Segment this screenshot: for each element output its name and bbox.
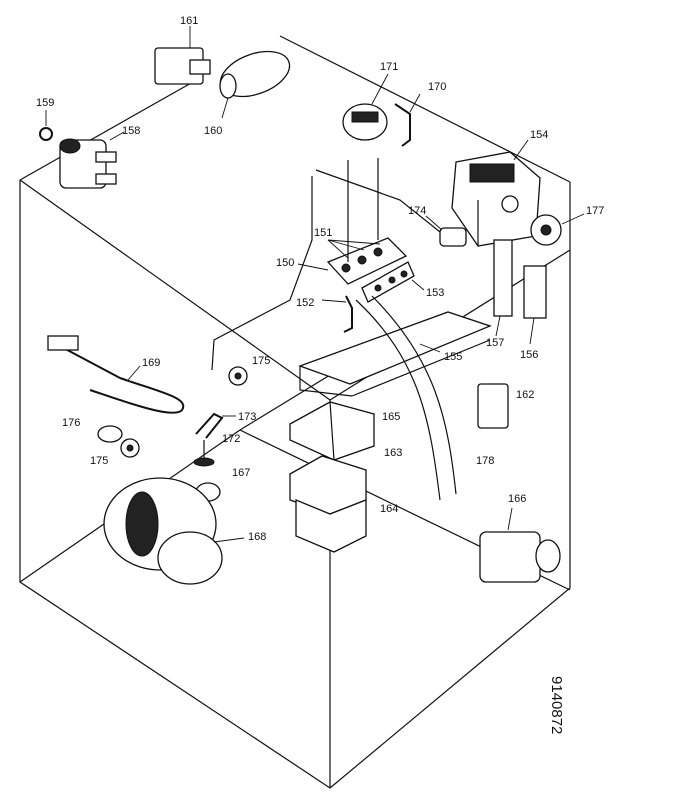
label-154: 154 [530,129,548,141]
part-159-washer [39,110,53,141]
label-153: 153 [426,287,444,299]
part-166-drain-pump [479,507,561,583]
part-155-drawer-housing [298,311,492,397]
part-158-valve [59,131,125,189]
part-150-151-switch-block [297,237,408,285]
label-168: 168 [248,531,266,543]
part-162-latch [477,383,509,429]
label-175-upper: 175 [252,355,270,367]
label-173: 173 [238,411,256,423]
part-174-lamp [425,215,467,247]
part-165-cover [289,401,375,461]
part-171-pressure-switch [342,73,389,141]
label-155: 155 [444,351,462,363]
label-164: 164 [380,503,398,515]
label-167: 167 [232,467,250,479]
label-152: 152 [296,297,314,309]
wiring-harness [211,158,441,371]
label-156: 156 [520,349,538,361]
part-152-bracket [321,295,353,333]
part-178-hoses [355,295,457,501]
part-154-timer [451,139,541,247]
label-176: 176 [62,417,80,429]
label-169: 169 [142,357,160,369]
part-175-grommet-lower [120,438,140,458]
part-169-heating-element [47,335,185,414]
part-175-grommet-upper [228,366,248,386]
drawing-code: 9140872 [548,676,565,734]
label-170: 170 [428,81,446,93]
part-176-sensor [97,425,123,443]
label-160: 160 [204,125,222,137]
part-labels: 161 160 159 158 171 170 154 177 174 151 … [36,15,604,543]
part-160-capacitor [219,50,291,119]
part-156-interlock [523,265,547,345]
part-168-motor [103,477,245,585]
part-153-button-bar [361,261,425,303]
part-161-switch [154,26,211,85]
label-159: 159 [36,97,54,109]
part-172-screw [193,440,215,467]
label-151: 151 [314,227,332,239]
part-157-bracket [493,239,513,337]
label-150: 150 [276,257,294,269]
label-171: 171 [380,61,398,73]
label-157: 157 [486,337,504,349]
label-165: 165 [382,411,400,423]
label-177: 177 [586,205,604,217]
label-178: 178 [476,455,494,467]
part-170-bracket [394,93,421,147]
label-161: 161 [180,15,198,27]
label-174: 174 [408,205,426,217]
part-177-knob [530,213,585,246]
label-158: 158 [122,125,140,137]
label-163: 163 [384,447,402,459]
label-162: 162 [516,389,534,401]
part-173-clip [195,412,236,439]
label-172: 172 [222,433,240,445]
label-166: 166 [508,493,526,505]
label-175-lower: 175 [90,455,108,467]
part-164-module-box [295,499,367,553]
